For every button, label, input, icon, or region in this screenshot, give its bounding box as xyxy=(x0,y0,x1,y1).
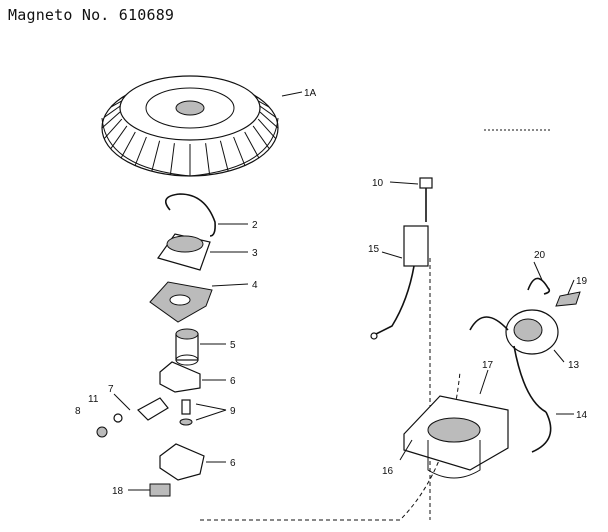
flywheel-fin xyxy=(151,140,161,172)
flywheel-fin xyxy=(244,131,260,159)
label-9: 9 xyxy=(230,406,236,417)
flywheel-fin xyxy=(233,136,246,166)
label-4: 4 xyxy=(252,280,258,291)
screw-part xyxy=(419,177,433,222)
flywheel-fin xyxy=(252,125,270,150)
core-housing-part xyxy=(403,395,509,479)
flywheel-fin xyxy=(219,140,229,172)
flywheel-part xyxy=(101,75,279,177)
flywheel-fin xyxy=(110,125,128,150)
label-6-upper: 6 xyxy=(230,376,236,387)
label-15: 15 xyxy=(368,244,380,255)
label-20: 20 xyxy=(534,250,546,261)
washer-part xyxy=(113,413,123,423)
coil-part xyxy=(469,309,559,413)
flywheel-fin xyxy=(120,131,136,159)
label-2: 2 xyxy=(252,220,258,231)
label-8: 8 xyxy=(75,406,81,417)
flywheel-fin xyxy=(205,143,211,175)
pad-part xyxy=(149,483,171,497)
condenser-part xyxy=(370,225,429,340)
flywheel-fin xyxy=(259,111,279,129)
spring-clip-part xyxy=(164,193,216,237)
gasket-part xyxy=(149,281,213,323)
label-14: 14 xyxy=(576,410,588,421)
label-13: 13 xyxy=(568,360,580,371)
flywheel-fin xyxy=(257,118,277,140)
wire-part xyxy=(527,277,551,295)
label-1A: 1A xyxy=(304,88,317,99)
label-19: 19 xyxy=(576,276,588,287)
flywheel-fin xyxy=(134,136,147,166)
breaker-arm-part xyxy=(137,397,169,421)
label-5: 5 xyxy=(230,340,236,351)
flywheel-fin xyxy=(101,111,121,129)
nut-part xyxy=(96,426,108,438)
label-16: 16 xyxy=(382,466,394,477)
diagram-title: Magneto No. 610689 xyxy=(8,6,175,24)
label-3: 3 xyxy=(252,248,258,259)
label-10: 10 xyxy=(372,178,384,189)
insulator-part xyxy=(555,291,581,307)
mounting-plate-part xyxy=(159,443,205,481)
flywheel-fin xyxy=(169,143,175,175)
screws-part xyxy=(179,399,193,426)
flywheel-fin xyxy=(103,104,123,118)
lead-wire-part xyxy=(531,411,552,453)
label-18: 18 xyxy=(112,486,124,497)
label-11: 11 xyxy=(88,394,99,405)
label-17: 17 xyxy=(482,360,494,371)
flywheel-fin xyxy=(257,104,277,118)
sleeve-part xyxy=(175,328,199,366)
bushing-part xyxy=(157,233,211,271)
flywheel-fin xyxy=(103,118,123,140)
label-7: 7 xyxy=(108,384,114,395)
contact-bracket-part xyxy=(159,361,201,393)
label-6-lower: 6 xyxy=(230,458,236,469)
